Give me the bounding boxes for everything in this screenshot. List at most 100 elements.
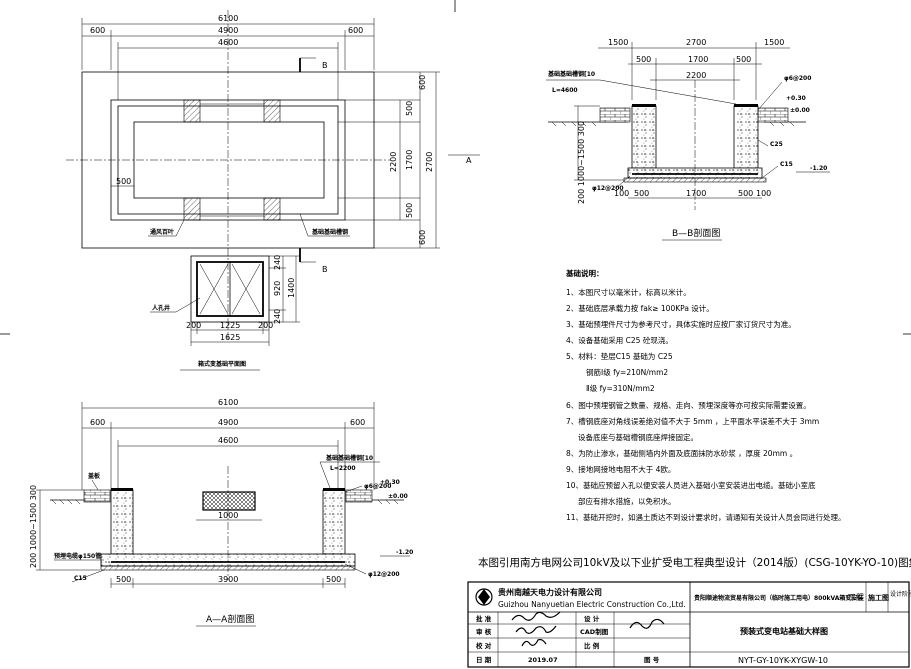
plan-label-channel: 基础基础槽钢 (311, 228, 348, 236)
bb-dim-c: 1500 (764, 38, 784, 47)
row-date: 日 期 (476, 655, 492, 664)
signature-design (629, 618, 665, 629)
project-suffix: 工程 (848, 593, 864, 602)
aa-level-bottom: -1.20 (396, 549, 413, 556)
aa-brick-left (83, 489, 111, 503)
aa-dim-inner: 4600 (218, 436, 238, 445)
pit-dim-h1: 240 (273, 255, 282, 270)
note-item: 9、接地网接地电阻不大于 4欧。 (566, 464, 675, 474)
plan-dim-left: 600 (90, 26, 105, 35)
note-item: 部应有排水措施，以免积水。 (578, 496, 676, 506)
bb-wall-left (631, 105, 657, 169)
plan-dim-total: 6100 (218, 14, 238, 23)
bb-title: B—B剖面图 (672, 227, 720, 239)
note-item: 2、基础底层承载力按 fak≥ 100KPa 设计。 (566, 303, 714, 313)
pit-dim-w1: 200 (186, 321, 201, 330)
pit-dim-h2: 920 (273, 281, 282, 296)
notes-heading: 基础说明： (565, 268, 604, 278)
aa-label-l: L=2200 (330, 465, 356, 472)
signature-check (521, 638, 547, 647)
bb-level-top: +0.30 (786, 95, 806, 102)
note-item: 设备底座与基础槽钢底座焊接固定。 (578, 432, 698, 442)
plan-manhole-pit: 人孔井 200 1225 200 1625 240 920 240 1400 (150, 255, 300, 346)
bb-level-bottom: -1.20 (810, 165, 827, 172)
note-item: 6、图中预埋钢管之数量、规格、走向、预埋深度等亦可按实际需要设置。 (566, 400, 811, 410)
aa-label-pipe: 预埋电缆φ150管 (54, 552, 101, 560)
section-aa: 6100 600 4900 600 4600 10 (29, 398, 413, 627)
aa-dim-bottom-c: 500 (326, 575, 341, 584)
title-block: 贵州南越天电力设计有限公司 Guizhou Nanyuetian Electri… (467, 581, 911, 668)
bb-channel-right (734, 104, 758, 107)
aa-title: A—A剖面图 (206, 613, 254, 625)
bb-label-l: L=4600 (552, 87, 578, 94)
aa-dims-left: 200 1000~1500 300 (29, 485, 38, 568)
row-check: 校 对 (476, 641, 492, 650)
bb-dim-bottom-b: 500 (634, 189, 649, 198)
note-item: 钢筋Ⅰ级 fy=210N/mm2 (586, 367, 668, 377)
plan-vent-bottom-right (263, 197, 281, 221)
aa-level-zero: ±0.00 (388, 493, 408, 500)
pit-dim-w3: 200 (258, 321, 273, 330)
plan-vent-top-right (263, 99, 281, 123)
bb-dims-left: 200 1000~1500 300 (577, 121, 586, 204)
bb-wall-right (733, 105, 759, 169)
aa-channel-left (111, 488, 133, 491)
plan-section-a: A (466, 156, 472, 165)
col-design: 设 计 (584, 614, 600, 623)
note-item: Ⅱ级 fy=310N/mm2 (586, 383, 655, 393)
col-cad: CAD制图 (580, 627, 609, 636)
bb-level-zero: ±0.00 (790, 107, 810, 114)
bb-dim-e: 1700 (688, 55, 708, 64)
bb-label-channel: 基础基础槽钢[10 (547, 70, 595, 78)
plan-dim-r-total: 2700 (425, 152, 434, 172)
plan-section-b-top: B (322, 61, 328, 70)
plan-dim-left-500: 500 (116, 177, 131, 186)
bb-brick-right (757, 107, 789, 123)
note-item: 10、基础应预留入孔以便安装人员进入基础小室安装进出电缆。基础小室底 (566, 480, 816, 490)
note-item: 11、基础开挖时，如遇土质达不到设计要求时，请通知有关设计人员会同进行处理。 (566, 512, 846, 522)
sheet-border (0, 0, 911, 335)
plan-vent-top-left (183, 99, 201, 123)
aa-brick-right (345, 489, 373, 503)
reference-note: 本图引用南方电网公司10kV及以下业扩受电工程典型设计（2014版）(CSG-1… (478, 556, 911, 569)
bb-brick-left (599, 107, 631, 123)
drawing-number: NYT-GY-10YK-XYGW-10 (738, 656, 828, 665)
plan-dim-r-a: 600 (418, 75, 427, 90)
bb-label-c25: C25 (770, 141, 783, 148)
section-bb: 1500 2700 1500 500 1700 500 2200 基础基础槽 (546, 38, 830, 241)
plan-vent-bottom-left (183, 197, 201, 221)
plan-dim-r-c: 1700 (405, 150, 414, 170)
pit-dim-htotal: 1400 (287, 278, 296, 298)
company-name-en: Guizhou Nanyuetian Electric Construction… (498, 600, 686, 609)
bb-dim-bottom-e: 100 (756, 189, 771, 198)
aa-dim-bottom-a: 500 (116, 575, 131, 584)
bb-dim-f: 500 (736, 55, 751, 64)
aa-label-cover: 盖板 (88, 472, 101, 480)
project-name: 贵阳顺途物流贸易有限公司（临时施工用电）800kVA箱变安装 (694, 594, 863, 602)
row-approve: 批 准 (476, 614, 492, 623)
bb-dim-bottom-d: 500 (738, 189, 753, 198)
plan-section-b-bottom: B (322, 265, 328, 274)
note-item: 8、为防止渗水，基础侧墙内外面及底面抹防水砂浆 ，厚度 20mm 。 (566, 448, 797, 458)
pit-dim-w2: 1225 (220, 321, 240, 330)
design-notes: 基础说明： 1、本图尺寸以毫米计，标高以米计。 2、基础底层承载力按 fak≥ … (565, 268, 846, 522)
bb-dim-inner: 2200 (686, 71, 706, 80)
bb-dim-bottom-c: 1700 (686, 189, 706, 198)
note-item: 7、槽钢底座对角线误差绝对值不大于 5mm ，上平面水平误差不大于 3mm (566, 416, 819, 426)
bb-dim-d: 500 (636, 55, 651, 64)
aa-label-rebar: φ6@200 (364, 483, 391, 490)
row-review: 审 核 (476, 627, 492, 636)
bb-dims-top: 1500 2700 1500 500 1700 500 2200 (598, 38, 790, 100)
plan-label-manhole: 人孔井 (152, 304, 170, 312)
plan-dim-r-inner: 2200 (389, 152, 398, 172)
bb-label-c15: C15 (780, 161, 793, 168)
plan-dim-r-b: 500 (405, 101, 414, 116)
plan-dims-right: 600 500 1700 500 600 2200 2700 (338, 71, 440, 249)
aa-dims-top: 6100 600 4900 600 4600 (81, 398, 375, 490)
aa-opening-box (202, 491, 256, 511)
stage-label: 设计阶段 (890, 590, 911, 598)
plan-label-vent: 通风百叶 (150, 228, 174, 236)
drawing-name: 预装式变电站基础大样图 (740, 626, 828, 636)
plan-title: 箱式变基础平面图 (198, 360, 246, 368)
